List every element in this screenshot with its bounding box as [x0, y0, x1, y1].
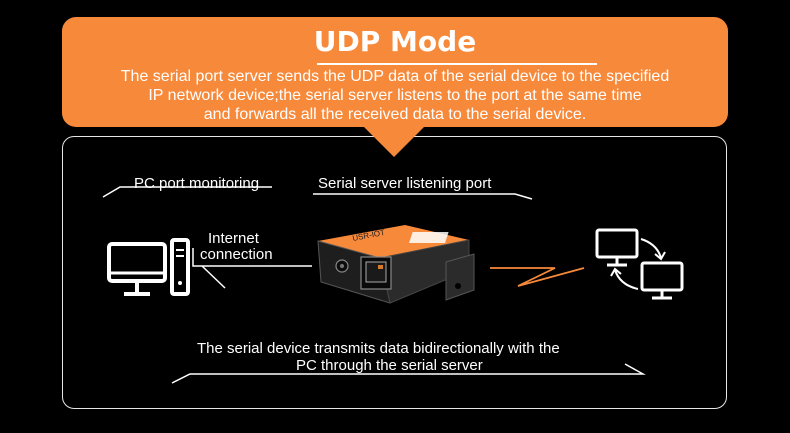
page-title: UDP Mode [313, 25, 477, 58]
bottom-caption-line1: The serial device transmits data bidirec… [197, 340, 560, 357]
server-port-label: Serial server listening port [318, 175, 492, 192]
internet-label-line1: Internet [208, 230, 259, 247]
description-line-2: IP network device;the serial server list… [148, 87, 642, 104]
internet-bracket-arrow [201, 265, 226, 289]
bottom-bracket-left [171, 373, 595, 384]
bottom-bracket-right [595, 363, 646, 375]
bottom-caption-line2: PC through the serial server [296, 357, 483, 374]
monitor-sync-icon [595, 228, 684, 300]
internet-label-line2: connection [200, 246, 273, 263]
serial-server-device: USR-IOT [317, 225, 475, 304]
internet-bracket-top [192, 248, 312, 267]
desktop-pc-icon [107, 238, 190, 296]
pc-port-underline [102, 186, 272, 198]
data-link-line [490, 267, 585, 287]
header-banner: UDP Mode The serial port server sends th… [62, 17, 728, 127]
server-port-underline [313, 193, 533, 200]
title-underline [317, 63, 597, 65]
banner-pointer [364, 127, 424, 157]
description-line-3: and forwards all the received data to th… [203, 106, 587, 123]
mode-description: The serial port server sends the UDP dat… [74, 67, 716, 124]
description-line-1: The serial port server sends the UDP dat… [120, 68, 670, 85]
